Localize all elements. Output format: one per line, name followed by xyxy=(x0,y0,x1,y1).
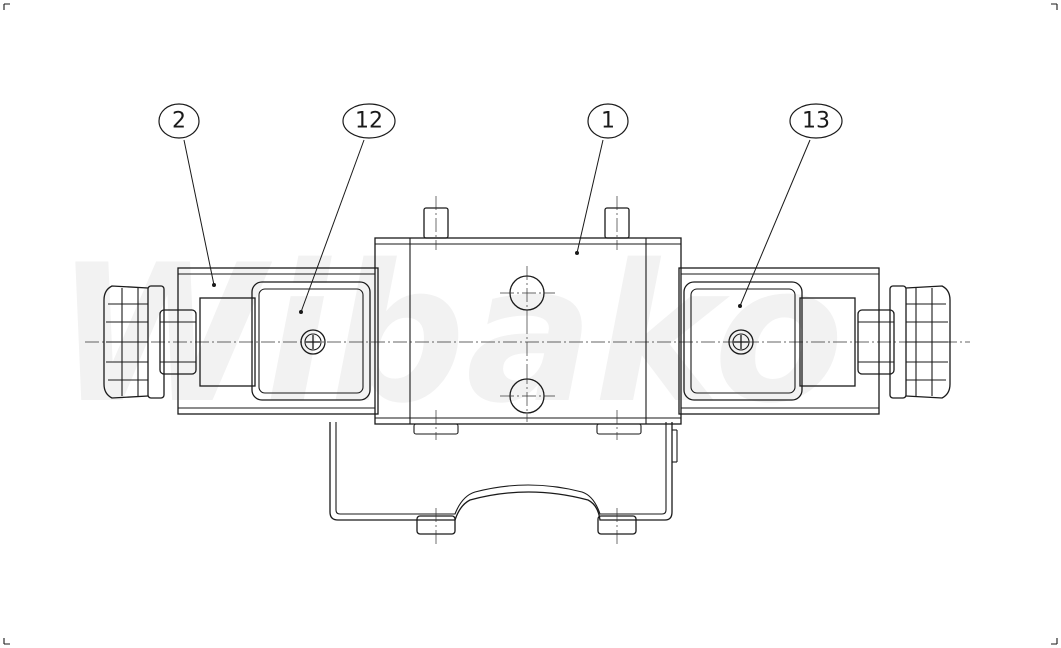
balloon-2-label: 2 xyxy=(172,109,186,134)
balloon-13-label: 13 xyxy=(802,109,830,134)
balloon-1-label: 1 xyxy=(601,109,615,134)
balloon-1: 1 xyxy=(587,103,629,139)
balloon-12-label: 12 xyxy=(355,109,383,134)
watermark: Wibako xyxy=(55,224,844,445)
left-solenoid xyxy=(103,267,379,415)
balloon-2: 2 xyxy=(158,103,200,139)
corner-marks xyxy=(3,3,1058,645)
balloon-13: 13 xyxy=(789,103,843,139)
valve-body xyxy=(374,196,682,440)
right-solenoid xyxy=(678,267,951,415)
mounting-bracket xyxy=(329,422,678,545)
leader-lines xyxy=(183,139,811,314)
balloon-12: 12 xyxy=(342,103,396,139)
